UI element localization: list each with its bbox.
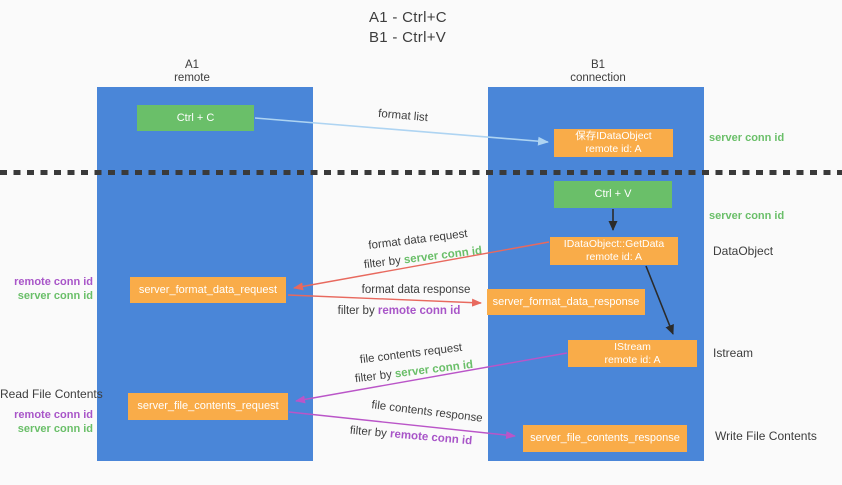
column-a1-name: A1 [184, 59, 200, 71]
format-response-label: server_format_data_response [492, 295, 640, 308]
format-request-label: server_format_data_request [138, 283, 278, 296]
ctrl-v-label: Ctrl + V [594, 188, 632, 200]
node-format-request: server_format_data_request [130, 277, 286, 303]
node-file-request: server_file_contents_request [128, 393, 288, 420]
side-label-istream: Istream [713, 346, 754, 360]
side-label-dataobject: DataObject [713, 244, 774, 258]
filter-by-text: filter by [363, 254, 402, 272]
node-getdata: IDataObject::GetData remote id: A [550, 237, 678, 265]
node-format-response: server_format_data_response [487, 289, 645, 315]
arrow-format-data-response [287, 294, 482, 307]
edge-label-format-list: format list [377, 107, 429, 125]
server-conn-id-text: server conn id [403, 244, 483, 267]
side-label-server-conn-id-left-bottom: server conn id [17, 423, 93, 435]
edge-label-file-contents-response: file contents response [370, 399, 484, 425]
save-idataobject-line2: remote id: A [585, 143, 642, 155]
ctrl-c-label: Ctrl + C [176, 111, 215, 124]
file-response-label: server_file_contents_response [530, 432, 680, 444]
page-title: A1 - Ctrl+C B1 - Ctrl+V [369, 8, 447, 48]
title-line-1: A1 - Ctrl+C [369, 9, 447, 26]
filter-by-text: filter by [337, 305, 375, 317]
node-save-idataobject: 保存IDataObject remote id: A [554, 129, 673, 157]
node-ctrl-c: Ctrl + C [137, 105, 254, 131]
getdata-line1: IDataObject::GetData [563, 238, 665, 250]
edge-label-filter-by-remote-conn-id-2: filter by remote conn id [349, 425, 472, 448]
node-file-response: server_file_contents_response [523, 425, 687, 452]
side-label-server-conn-id-right-middle: server conn id [709, 210, 785, 222]
node-istream: IStream remote id: A [568, 340, 697, 367]
side-label-server-conn-id-right-top: server conn id [709, 132, 785, 144]
edge-label-format-data-response: format data response [361, 284, 471, 296]
filter-by-text: filter by [349, 424, 388, 440]
side-label-read-file-contents: Read File Contents [0, 387, 103, 401]
side-label-remote-conn-id-left-bottom: remote conn id [14, 409, 93, 421]
column-b1-subtitle: connection [570, 72, 626, 84]
side-label-server-conn-id-left-top: server conn id [17, 290, 93, 302]
column-header-b1: B1 connection [538, 59, 658, 85]
column-b1-name: B1 [590, 59, 606, 71]
istream-line2: remote id: A [604, 353, 661, 366]
column-a1-subtitle: remote [174, 72, 210, 84]
save-idataobject-line1: 保存IDataObject [575, 130, 652, 142]
title-line-2: B1 - Ctrl+V [369, 29, 447, 46]
side-label-write-file-contents: Write File Contents [715, 429, 817, 443]
istream-line1: IStream [614, 340, 651, 353]
column-header-a1: A1 remote [132, 59, 252, 85]
getdata-line2: remote id: A [585, 251, 643, 263]
server-conn-id-text: server conn id [394, 358, 474, 381]
edge-label-filter-by-remote-conn-id-1: filter by remote conn id [338, 305, 461, 317]
remote-conn-id-text: remote conn id [389, 428, 473, 448]
file-request-label: server_file_contents_request [137, 400, 279, 412]
filter-by-text: filter by [354, 368, 393, 386]
side-label-remote-conn-id-left-top: remote conn id [14, 276, 93, 288]
remote-conn-id-text: remote conn id [377, 305, 461, 317]
separator-dotted-line [0, 170, 842, 175]
node-ctrl-v: Ctrl + V [554, 181, 672, 208]
